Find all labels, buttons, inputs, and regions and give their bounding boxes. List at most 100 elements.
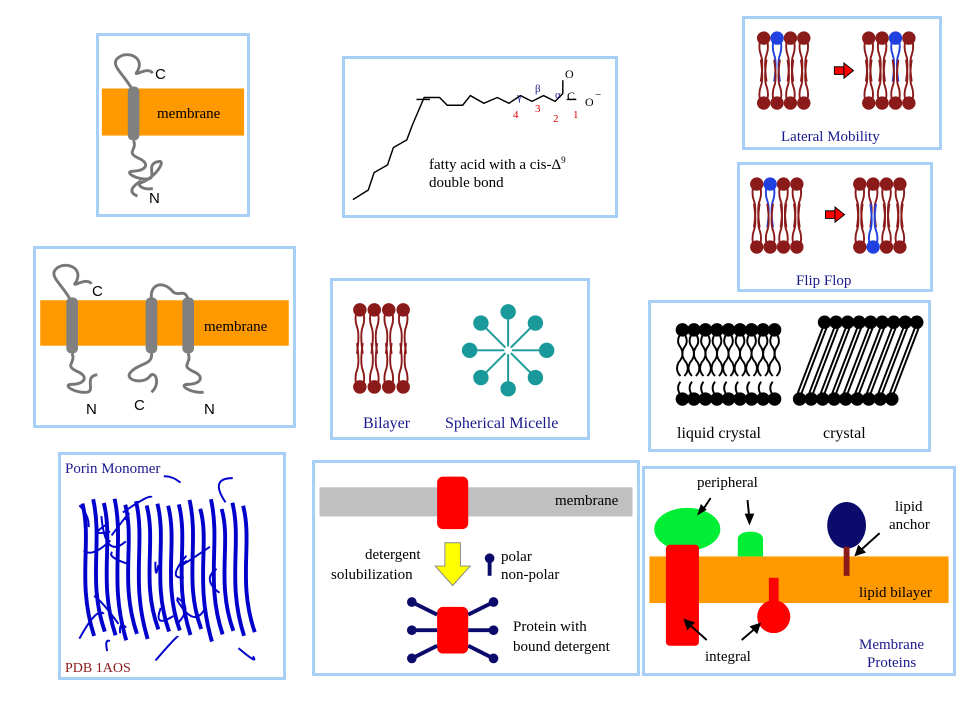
liquid-crystal-phase [675,323,782,406]
fatty-acid-caption-line1: fatty acid with a cis-Δ9 [429,155,566,174]
detergent-label-line2: solubilization [331,567,413,583]
phospholipid [750,203,764,254]
phospholipid [902,59,916,110]
crystal-phase [792,315,924,406]
c-terminus-label-2: C [134,397,145,414]
flip-flop-panel: Flip Flop [737,162,933,292]
crystal-phases-diagram [675,315,924,406]
solubilization-arrow [434,542,472,587]
flip-flop-caption: Flip Flop [796,273,852,289]
phospholipid [763,177,777,228]
carboxylate-charge-label: − [595,89,602,101]
bilayer-micelle-panel: Bilayer Spherical Micelle [330,278,590,440]
detergent-label-line1: detergent [365,547,421,563]
peripheral-protein-small [737,531,764,557]
phospholipid [776,177,791,228]
membrane-band [319,487,633,517]
carbonyl-oxygen-label: O [565,67,574,81]
phospholipid [879,177,894,228]
phospholipid [382,342,396,394]
detergent-molecule [406,644,438,664]
multi-pass-protein-panel: C membrane N C N [33,246,296,428]
porin-structure [78,475,257,662]
flip-flop-arrow [824,205,846,224]
phospholipid [790,177,804,228]
bound-detergent-label: bound detergent [513,639,610,655]
lipid-anchored-protein [827,502,867,549]
detergent-molecule [468,625,499,636]
phospholipid [853,203,867,254]
c-terminus-label: C [155,66,166,83]
phospholipid [866,177,880,228]
spherical-micelle-label: Spherical Micelle [445,415,559,432]
liquid-crystal-label: liquid crystal [677,425,761,442]
membrane-proteins-diagram [649,497,949,646]
multi-pass-protein-diagram [40,263,289,394]
phospholipid [888,59,903,110]
helix-3 [182,297,194,354]
phospholipid [893,203,907,254]
membrane-label: membrane [555,493,619,509]
detergent-molecule [467,597,499,617]
c-terminus-label: C [92,283,103,300]
carbon-number-1: 1 [573,109,579,121]
membrane-proteins-panel: peripheral lipid anchor lipid bilayer in… [642,466,956,676]
lateral-mobility-diagram [756,31,916,110]
phospholipid [862,31,876,82]
spherical-micelle [461,304,555,397]
protein-with-label: Protein with [513,619,587,635]
detergent-solubilization-panel: membrane detergent solubilization polar … [312,460,640,676]
phospholipid [396,303,410,354]
phospholipid [770,31,784,82]
integral-label: integral [705,649,751,665]
integral-protein-small-head [757,600,791,634]
phospholipid [750,177,764,228]
peripheral-label: peripheral [697,475,758,491]
membrane-proteins-title-line1: Membrane [859,637,924,653]
integral-protein-small-stem [768,577,779,609]
fatty-acid-caption-text: fatty acid with a cis-Δ [429,157,562,173]
porin-monomer-panel: Porin Monomer PDB 1AOS [58,452,286,680]
integral-protein-large [665,544,699,646]
phospholipid [776,203,791,254]
alpha-label: α [555,89,561,101]
n-terminus-label-2: N [204,401,215,418]
fatty-acid-caption-line2: double bond [429,175,504,191]
carboxylate-oxygen-label: O [585,95,594,109]
helix-1 [66,297,78,354]
fatty-acid-chain [352,93,564,201]
fatty-acid-panel: 4 3 2 1 γ β α C O O − fatty acid with a … [342,56,618,218]
carbon-number-4: 4 [513,109,519,121]
phospholipid [797,59,811,110]
helix-2 [145,297,158,354]
single-pass-protein-panel: C membrane N [96,33,250,217]
detergent-molecule [406,597,438,617]
phospholipid [382,303,396,354]
crystal-label: crystal [823,425,866,442]
phospholipid [783,59,798,110]
lipid-bilayer-label: lipid bilayer [859,585,932,601]
beta-label: β [535,83,541,95]
phospholipid [756,59,771,110]
phospholipid [353,303,367,354]
detergent-molecule [406,625,438,636]
phospholipid [396,342,410,394]
detergent-molecule [467,644,499,664]
nonpolar-label: non-polar [501,567,560,583]
lateral-mobility-arrow [833,61,855,80]
lipid-anchor [843,546,850,576]
carbonyl-carbon-label: C [567,89,576,103]
phospholipid [893,177,907,228]
gamma-label: γ [517,91,522,103]
lateral-mobility-panel: Lateral Mobility [742,16,942,150]
phospholipid [879,203,894,254]
phospholipid [763,203,777,254]
phospholipid [902,31,916,82]
membrane-protein [437,476,469,530]
phospholipid [770,59,784,110]
anchor-label: anchor [889,517,930,533]
fatty-acid-caption-superscript: 9 [561,155,566,165]
n-terminus-label-1: N [86,401,97,418]
membrane-band [40,300,289,346]
n-terminus-label: N [149,190,160,207]
